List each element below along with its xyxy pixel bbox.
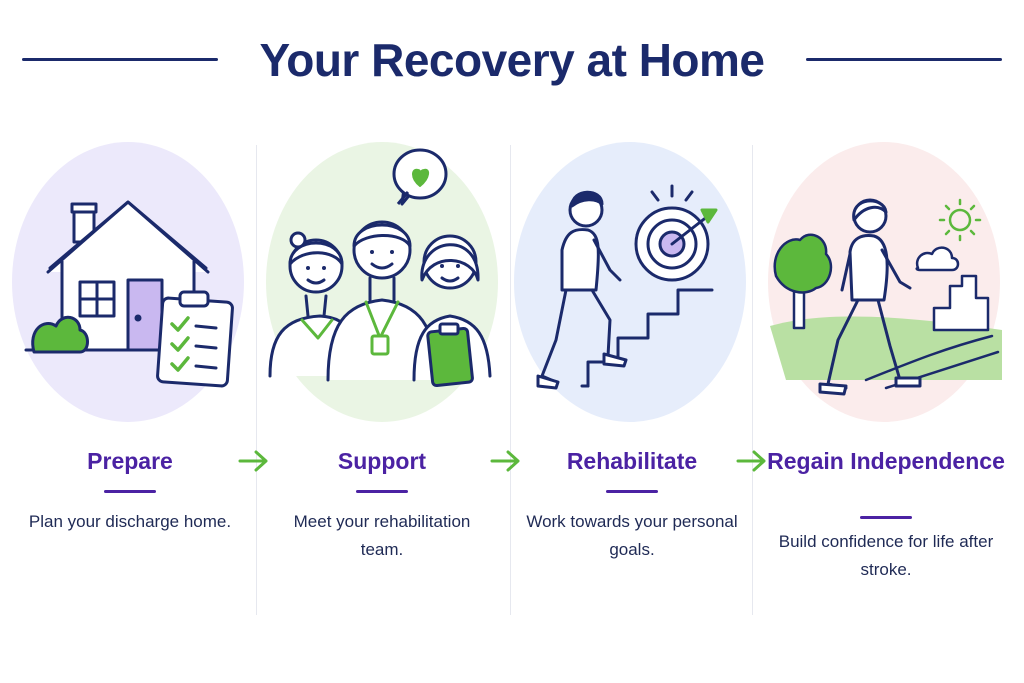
walking-outdoors-illustration [766,140,1006,422]
title-rule-left [22,58,218,61]
step-title-underline [104,490,156,493]
step-rehabilitate: Rehabilitate Work towards your personal … [512,140,752,610]
climbing-stairs-target-illustration [512,140,752,422]
step-title-underline [606,490,658,493]
walking-person [818,198,922,396]
step-description: Work towards your personal goals. [526,512,738,559]
target-icon [634,184,718,282]
arrow-right-icon [736,450,766,472]
step-title: Support [337,448,427,474]
house-with-checklist-illustration [10,140,250,422]
step-title: Rehabilitate [566,448,698,474]
column-divider [752,145,753,615]
doctor-center [326,220,438,382]
arrow-right-icon [238,450,268,472]
column-divider [510,145,511,615]
step-title-underline [356,490,408,493]
step-regain-independence: Regain Independence Build confidence for… [766,140,1006,610]
step-title-underline [860,516,912,519]
heart-speech-bubble-icon [392,148,448,206]
step-description: Meet your rehabilitation team. [293,512,471,559]
step-description: Plan your discharge home. [28,512,232,531]
step-support: Support Meet your rehabilitation team. [262,140,502,610]
climbing-person [536,190,628,390]
step-prepare: Prepare Plan your discharge home. [10,140,250,610]
column-divider [256,145,257,615]
header: Your Recovery at Home [0,28,1024,92]
stairs-icon [580,288,714,388]
title-rule-right [806,58,1002,61]
tree-icon [773,233,833,330]
step-title: Regain Independence [767,448,1005,474]
cloud-icon [915,246,960,272]
arrow-right-icon [490,450,520,472]
step-description: Build confidence for life after stroke. [778,532,994,579]
nurse-right [412,234,492,388]
step-title: Prepare [87,448,173,474]
care-team-illustration [262,140,502,422]
sun-icon [938,198,982,242]
checklist-icon [156,290,234,388]
bush-icon [31,315,89,354]
page-title: Your Recovery at Home [259,34,765,86]
